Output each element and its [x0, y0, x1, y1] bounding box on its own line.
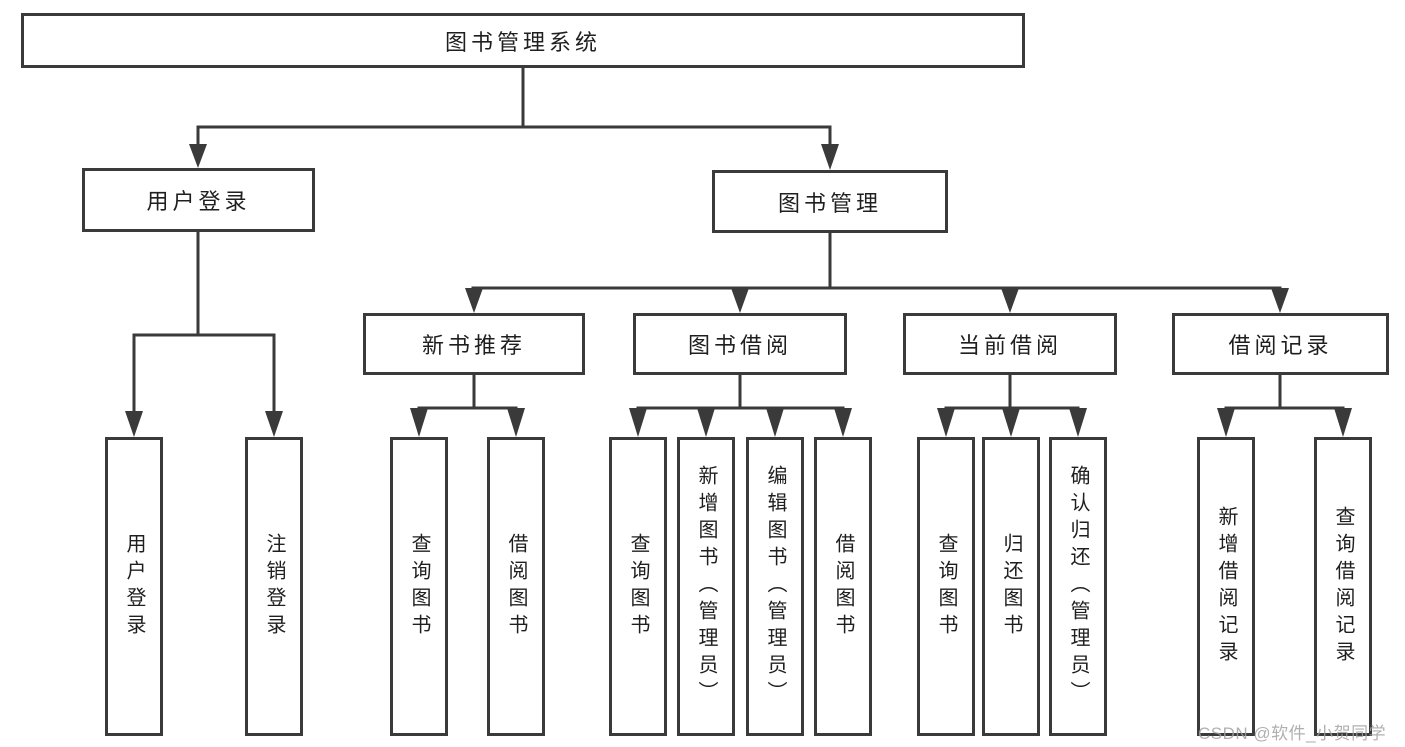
leaf-borrow-books-borrowing: 借阅图书 [814, 437, 872, 736]
leaf-query-books-current-label: 查询图书 [935, 532, 957, 641]
leaf-user-login-label: 用户登录 [123, 532, 145, 641]
leaf-edit-book-admin: 编辑图书（管理员） [746, 437, 804, 736]
leaf-add-borrow-record-label: 新增借阅记录 [1215, 505, 1237, 668]
leaf-query-borrow-record-label: 查询借阅记录 [1332, 505, 1354, 668]
leaf-borrow-books-recommend: 借阅图书 [487, 437, 545, 736]
leaf-add-book-admin: 新增图书（管理员） [677, 437, 735, 736]
leaf-logout: 注销登录 [245, 437, 303, 736]
leaf-add-book-admin-label: 新增图书（管理员） [695, 465, 717, 708]
node-book-management: 图书管理 [712, 170, 948, 233]
leaf-borrow-books-borrowing-label: 借阅图书 [832, 532, 854, 641]
node-new-book-recommend: 新书推荐 [363, 313, 585, 375]
leaf-query-borrow-record: 查询借阅记录 [1314, 437, 1372, 736]
leaf-edit-book-admin-label: 编辑图书（管理员） [764, 465, 786, 708]
leaf-query-books-current: 查询图书 [917, 437, 975, 736]
leaf-query-books-recommend-label: 查询图书 [408, 532, 430, 641]
leaf-confirm-return-admin: 确认归还（管理员） [1049, 437, 1107, 736]
node-root-system: 图书管理系统 [21, 13, 1025, 68]
leaf-user-login: 用户登录 [105, 437, 163, 736]
leaf-confirm-return-admin-label: 确认归还（管理员） [1067, 465, 1089, 708]
leaf-query-books-borrowing: 查询图书 [609, 437, 667, 736]
node-borrow-records: 借阅记录 [1172, 313, 1389, 375]
leaf-query-books-recommend: 查询图书 [390, 437, 448, 736]
node-user-login: 用户登录 [82, 168, 315, 232]
watermark-text: CSDN @软件_小贺同学 [1198, 724, 1387, 743]
leaf-logout-label: 注销登录 [263, 532, 285, 641]
node-current-borrowing: 当前借阅 [903, 313, 1117, 375]
node-book-borrowing: 图书借阅 [633, 313, 847, 375]
leaf-borrow-books-recommend-label: 借阅图书 [505, 532, 527, 641]
leaf-query-books-borrowing-label: 查询图书 [627, 532, 649, 641]
leaf-add-borrow-record: 新增借阅记录 [1197, 437, 1255, 736]
leaf-return-books-label: 归还图书 [1000, 532, 1022, 641]
leaf-return-books: 归还图书 [982, 437, 1040, 736]
